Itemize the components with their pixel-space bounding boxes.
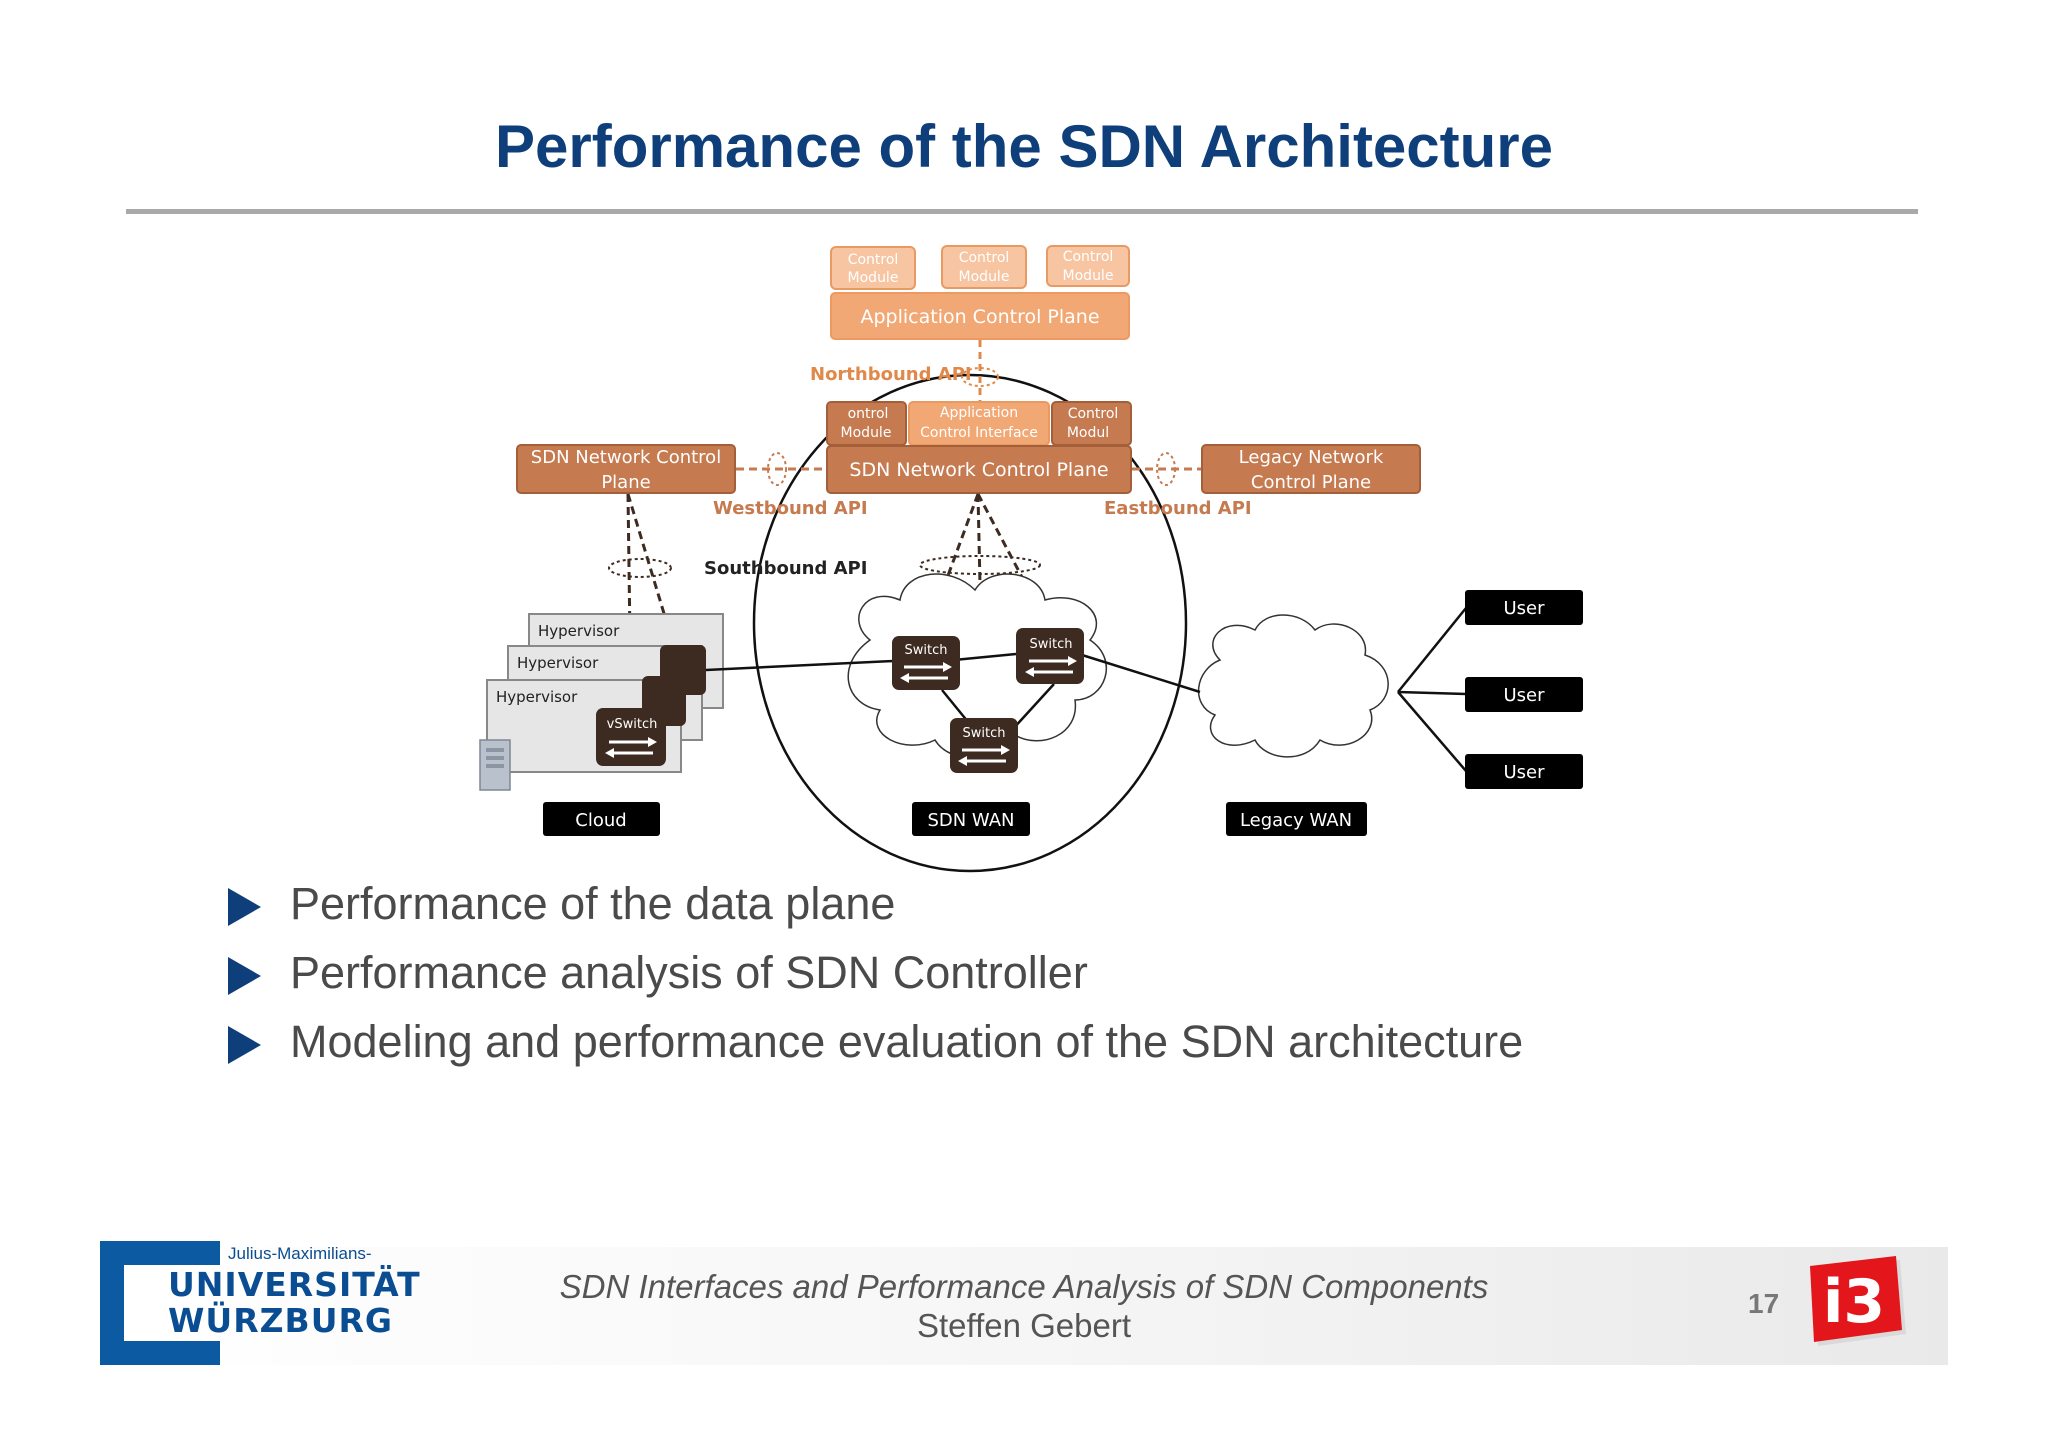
cloud-label-box: Cloud: [543, 802, 660, 836]
user-node-1: User: [1465, 590, 1583, 625]
eastbound-api-label: Eastbound API: [1104, 498, 1252, 519]
southbound-api-label: Southbound API: [704, 558, 867, 579]
switch-node-left: Switch: [892, 636, 960, 690]
university-name-small: Julius-Maximilians-: [228, 1244, 372, 1263]
control-module-label: ontrol: [848, 406, 889, 422]
application-control-interface-label: Application: [940, 405, 1018, 421]
legacy-wan-label: Legacy WAN: [1240, 810, 1352, 831]
switch-node-right: Switch: [1016, 628, 1084, 684]
vswitch-node: vSwitch: [596, 708, 666, 766]
slide-title: Performance of the SDN Architecture: [494, 113, 1554, 180]
application-control-plane-box: [830, 292, 1130, 340]
sdn-domain-circle: [752, 373, 1188, 873]
user-label: User: [1503, 685, 1545, 706]
control-module-label: Control: [1068, 406, 1119, 422]
top-control-module-1: Control Module: [830, 246, 916, 290]
mid-control-module-left: ontrol Module: [826, 401, 907, 446]
left-sdn-control-plane-label-2: Plane: [601, 472, 650, 493]
server-icon: [479, 739, 511, 791]
control-module-label-2: Module: [848, 270, 899, 286]
control-module-label-2: Modul: [1067, 425, 1109, 441]
top-control-module-2: Control Module: [941, 245, 1027, 289]
user-node-3: User: [1465, 754, 1583, 789]
footer-author: Steffen Gebert: [916, 1307, 1132, 1344]
bullet-text: Performance analysis of SDN Controller: [290, 947, 1088, 998]
legacy-wan-cloud: [1198, 614, 1389, 758]
footer-band: [100, 1247, 1948, 1365]
left-sdn-control-plane-box: [516, 444, 736, 494]
university-name-line2: WÜRZBURG: [168, 1301, 393, 1340]
user-node-2: User: [1465, 677, 1583, 712]
triangle-bullet-icon: [228, 957, 261, 995]
application-control-interface-label-2: Control Interface: [920, 425, 1038, 441]
top-control-module-3: Control Module: [1046, 245, 1130, 287]
user-label: User: [1503, 762, 1545, 783]
control-module-label-2: Module: [959, 269, 1010, 285]
university-logo-icon: [100, 1241, 220, 1365]
northbound-api-label: Northbound API: [810, 364, 972, 385]
sdn-wan-label: SDN WAN: [927, 810, 1014, 831]
control-module-label: Control: [959, 250, 1010, 266]
control-module-label-2: Module: [1063, 268, 1114, 284]
triangle-bullet-icon: [228, 1026, 261, 1064]
control-module-label: Control: [1063, 249, 1114, 265]
mid-control-module-right: Control Modul: [1051, 401, 1132, 446]
page-number: 17: [1748, 1288, 1780, 1319]
i3-logo-text: i3: [1823, 1267, 1885, 1337]
i3-logo-icon: i3: [1810, 1256, 1906, 1346]
westbound-api-label: Westbound API: [713, 498, 868, 519]
triangle-bullet-icon: [228, 888, 261, 926]
sdn-wan-cloud: [847, 573, 1108, 759]
control-module-label: Control: [848, 252, 899, 268]
control-module-label-2: Module: [841, 425, 892, 441]
vswitch-label: vSwitch: [607, 717, 658, 732]
hypervisor-label: Hypervisor: [496, 688, 578, 706]
cloud-label: Cloud: [575, 810, 626, 831]
application-control-plane-label: Application Control Plane: [860, 306, 1099, 328]
university-name-line1: UNIVERSITÄT: [168, 1265, 421, 1304]
legacy-wan-label-box: Legacy WAN: [1226, 802, 1367, 836]
legacy-control-plane-label: Legacy Network: [1239, 447, 1384, 468]
left-sdn-control-plane-label: SDN Network Control: [531, 447, 721, 468]
legacy-control-plane-label-2: Control Plane: [1251, 472, 1371, 493]
sdn-wan-label-box: SDN WAN: [912, 802, 1030, 836]
hypervisor-label: Hypervisor: [517, 654, 599, 672]
hypervisor-label: Hypervisor: [538, 622, 620, 640]
bullet-text: Modeling and performance evaluation of t…: [290, 1016, 1524, 1067]
footer-course-title: SDN Interfaces and Performance Analysis …: [559, 1268, 1489, 1305]
sdn-network-control-plane-box: [826, 445, 1132, 494]
application-control-interface: Application Control Interface: [908, 401, 1050, 446]
switch-node-bottom: Switch: [950, 718, 1018, 773]
legacy-control-plane-box: [1201, 444, 1421, 494]
switch-label: Switch: [963, 726, 1006, 741]
switch-label: Switch: [1030, 637, 1073, 652]
switch-label: Switch: [905, 643, 948, 658]
sdn-network-control-plane-label: SDN Network Control Plane: [849, 459, 1108, 481]
title-divider: [126, 209, 1918, 214]
bullet-text: Performance of the data plane: [290, 878, 896, 929]
user-label: User: [1503, 598, 1545, 619]
